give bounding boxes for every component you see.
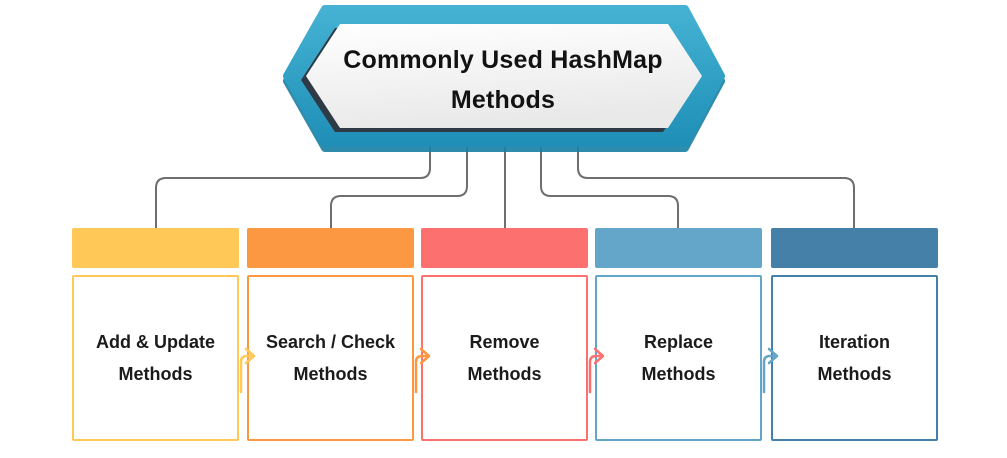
category-label-line: Iteration: [818, 332, 890, 352]
category-box-remove: Remove Methods: [421, 275, 588, 441]
category-label-line: Methods: [293, 364, 368, 384]
connector-line-search-check: [330, 145, 468, 229]
category-box-search-check: Search / Check Methods: [247, 275, 414, 441]
category-bar-search-check: [247, 228, 414, 268]
diagram-title-line2: Methods: [450, 86, 556, 114]
category-label-line: Methods: [641, 364, 716, 384]
category-box-iteration: Iteration Methods: [771, 275, 938, 441]
hexagon-inner: [306, 24, 702, 128]
connector-lines-group: [155, 145, 855, 229]
category-bar-replace: [595, 228, 762, 268]
category-label-line: Methods: [118, 364, 193, 384]
category-label-line: Methods: [817, 364, 892, 384]
category-bar-add-update: [72, 228, 239, 268]
category-label-line: Search / Check: [265, 332, 396, 352]
diagram-title-line1: Commonly Used HashMap: [343, 46, 663, 74]
category-bar-iteration: [771, 228, 938, 268]
connector-line-add-update: [155, 145, 431, 229]
category-label-line: Remove: [469, 332, 540, 352]
hexagon-header: [283, 5, 725, 152]
category-label-line: Methods: [467, 364, 542, 384]
category-label-line: Add & Update: [96, 332, 215, 352]
category-bar-remove: [421, 228, 588, 268]
connector-line-iteration: [577, 145, 855, 229]
category-box-add-update: Add & Update Methods: [72, 275, 239, 441]
diagram-title: Commonly Used HashMap Methods: [300, 40, 706, 120]
category-box-replace: Replace Methods: [595, 275, 762, 441]
connector-line-replace: [540, 145, 679, 229]
category-label-line: Replace: [643, 332, 714, 352]
